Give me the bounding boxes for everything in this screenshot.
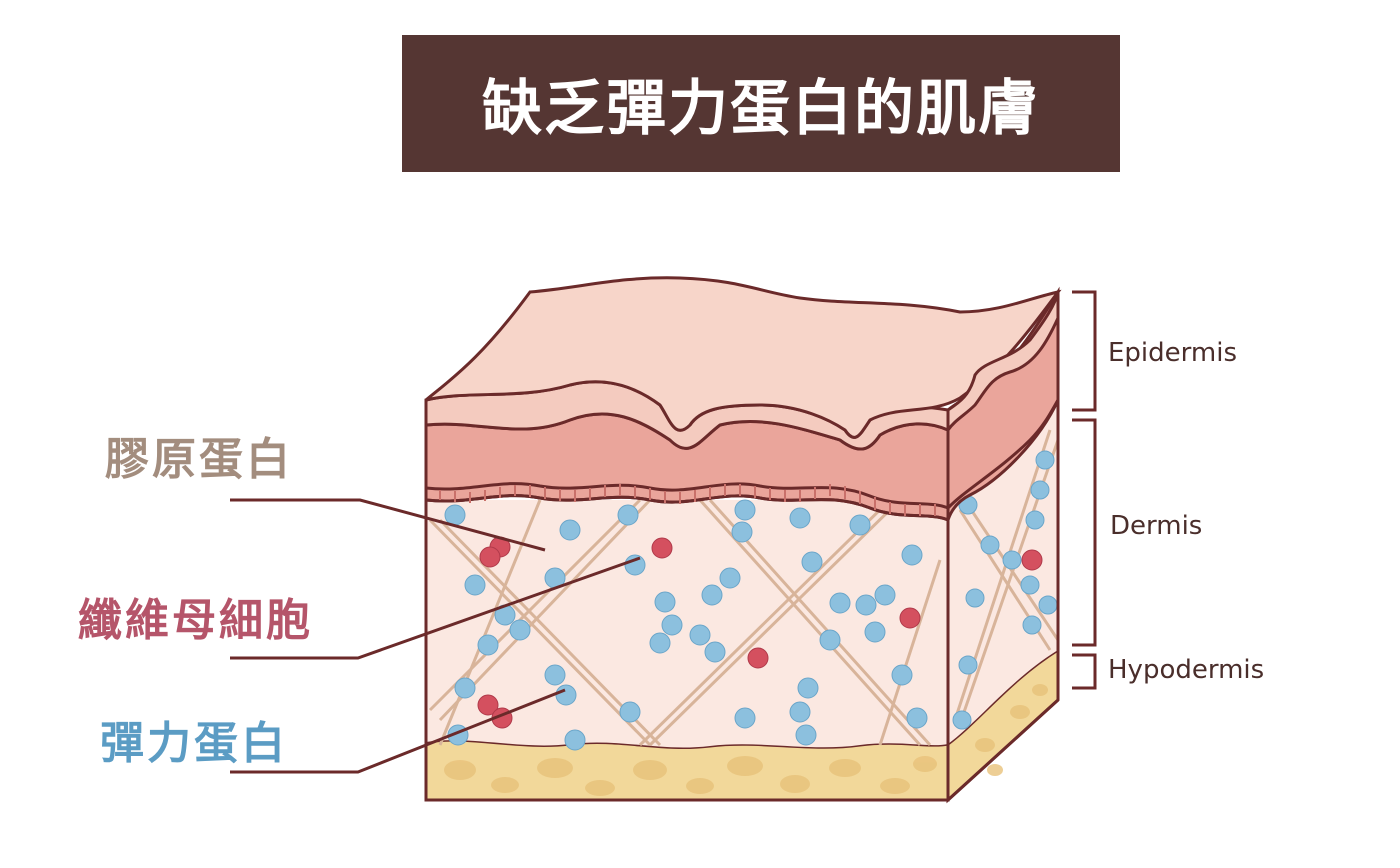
page-title: 缺乏彈力蛋白的肌膚: [482, 74, 1040, 144]
elastin-fibers: [444, 499, 928, 751]
layer-brackets: [1072, 290, 1097, 690]
block-outline: [424, 292, 1060, 802]
dermis-label: Dermis: [1110, 511, 1203, 541]
hypodermis-bracket: [1072, 653, 1097, 690]
dermis-bracket: [1072, 418, 1097, 647]
fibroblast-label: 纖維母細胞: [78, 595, 313, 646]
hypodermis-label: Hypodermis: [1108, 655, 1265, 685]
fibroblast-leader: [230, 556, 641, 660]
fibroblast-cells: [477, 536, 921, 729]
elastin-label: 彈力蛋白: [100, 718, 288, 769]
collagen-label: 膠原蛋白: [105, 434, 293, 485]
epidermis-bracket: [1072, 290, 1097, 412]
dermis-front: [426, 498, 948, 751]
collagen-leader: [230, 498, 546, 552]
leader-lines: [230, 498, 641, 774]
title-banner: 缺乏彈力蛋白的肌膚: [402, 35, 1120, 172]
epidermis-label: Epidermis: [1108, 338, 1237, 368]
hypodermis-front: [424, 738, 950, 802]
elastin-leader: [230, 688, 566, 774]
